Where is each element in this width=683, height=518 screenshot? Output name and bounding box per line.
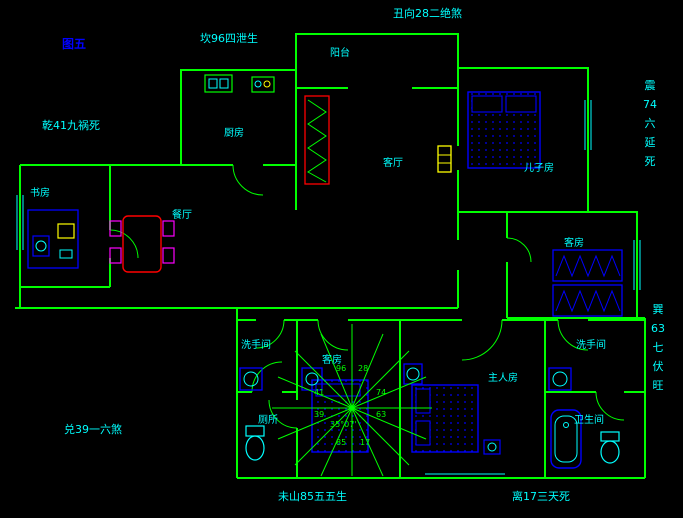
study-desk-computer [27,209,79,269]
annotation-top: 丑向28二绝煞 [393,7,462,20]
toilet-southeast [600,431,620,464]
door-leaf-yellow [437,145,452,173]
compass-number-nne: 28 [358,364,369,373]
annotation-north: 坎96四泄生 [200,32,258,45]
compass-number-se: 63 [376,410,387,419]
walls [15,33,646,479]
compass-number-e: 74 [376,388,387,397]
room-label-bathroom-southeast: 卫生间 [574,415,604,426]
room-label-dining-room: 餐厅 [172,210,192,221]
room-label-guest-room-east: 客房 [564,238,584,249]
room-label-study: 书房 [30,188,50,199]
washbasin-east [548,367,572,391]
room-label-master-room: 主人房 [488,373,518,384]
annotation-northwest: 乾41九祸死 [42,119,100,132]
door-swing-arcs [109,164,625,429]
toilet-west [245,425,265,461]
room-label-bathroom-west: 洗手间 [241,340,271,351]
room-label-bathroom-east: 洗手间 [576,340,606,351]
bathtub [550,409,582,469]
windows [16,100,641,475]
dining-table [109,215,175,273]
compass-lines [272,324,432,477]
plant-partition [304,95,330,185]
room-label-balcony: 阳台 [330,48,350,59]
annotation-east: 震 74 六 延 死 [643,79,657,168]
annotation-west: 兑39一六煞 [64,423,122,436]
room-label-living-room: 客厅 [383,158,403,169]
figure-title: 图五 [62,37,87,51]
room-label-guest-room-south: 客房 [322,355,342,366]
master-bedside-table [483,439,501,455]
compass-number-n: 96 [336,364,347,373]
compass-degree: 35°07' [330,420,357,429]
compass-number-s: 17 [360,438,371,447]
washbasin-master [403,363,423,385]
washbasin-west [239,367,263,391]
room-label-toilet: 厕所 [258,415,278,426]
compass-number-ssw: 85 [336,438,347,447]
annotation-southeast: 巽 63 七 伏 旺 [651,303,665,392]
son-room-bed [467,91,541,169]
room-label-son-room: 儿子房 [524,163,554,174]
annotation-south-left: 未山85五五生 [278,490,347,503]
compass-number-nw: 41 [314,388,325,397]
compass-number-w: 39 [314,410,325,419]
guest-east-mattresses [552,249,623,317]
annotation-south-right: 离17三天死 [512,490,570,503]
kitchen-sink [204,74,233,93]
kitchen-stove [251,76,275,93]
master-bed [411,384,479,453]
room-label-kitchen: 厨房 [224,128,244,139]
